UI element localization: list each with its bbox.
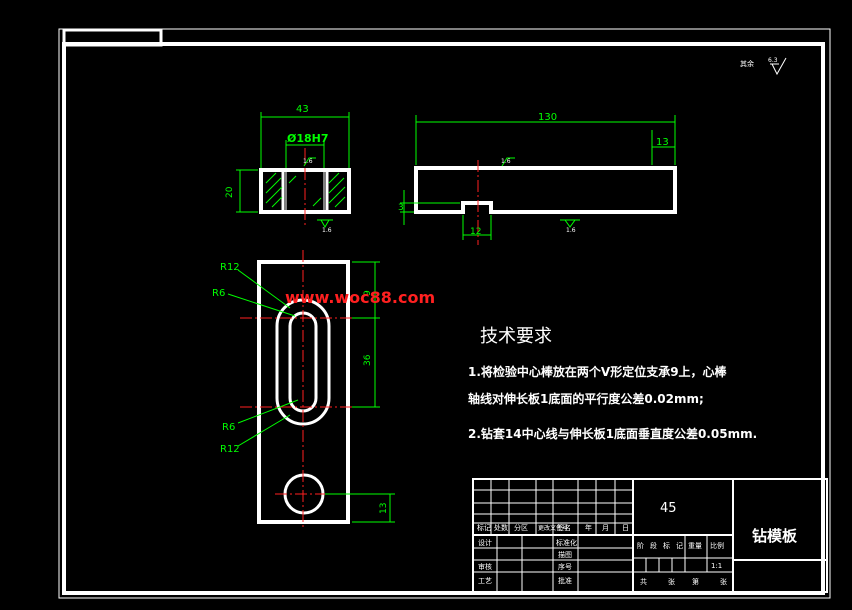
svg-text:记: 记 <box>676 542 683 550</box>
tech-item1-line2: 轴线对伸长板1底面的平行度公差0.02mm; <box>468 391 704 406</box>
svg-text:比例: 比例 <box>710 541 724 550</box>
svg-text:审核: 审核 <box>478 562 492 571</box>
top-view: R12 R6 R6 R12 9 36 13 <box>212 250 395 530</box>
svg-text:1.6: 1.6 <box>322 227 332 234</box>
svg-text:1.6: 1.6 <box>566 227 576 234</box>
svg-text:其余: 其余 <box>740 59 754 68</box>
svg-text:13: 13 <box>656 137 669 148</box>
svg-text:月: 月 <box>602 524 609 532</box>
watermark-text: www.woc88.com <box>285 288 435 307</box>
svg-text:批准: 批准 <box>558 576 572 585</box>
svg-text:36: 36 <box>363 354 373 366</box>
svg-text:重量: 重量 <box>688 542 702 550</box>
svg-text:阶: 阶 <box>637 541 644 550</box>
part-name-text: 钻模板 <box>752 527 798 545</box>
side-dimensions <box>400 115 676 240</box>
front-view: 43 Ø18H7 20 1.6 1.6 <box>225 104 351 234</box>
svg-text:43: 43 <box>296 104 309 115</box>
tech-item1-line1: 1.将检验中心棒放在两个V形定位支承9上，心棒 <box>468 364 728 379</box>
svg-text:R6: R6 <box>212 288 225 299</box>
title-block <box>472 478 828 593</box>
svg-text:工艺: 工艺 <box>478 577 492 585</box>
svg-text:标: 标 <box>663 541 670 550</box>
svg-text:1.6: 1.6 <box>303 158 313 165</box>
svg-text:R6: R6 <box>222 422 235 433</box>
svg-text:R12: R12 <box>220 444 240 455</box>
top-dimensions <box>227 261 395 523</box>
general-roughness: 其余 6.3 <box>740 57 787 76</box>
svg-text:标准化: 标准化 <box>556 538 577 547</box>
svg-text:段: 段 <box>650 541 657 550</box>
svg-text:第: 第 <box>692 577 699 586</box>
svg-text:12: 12 <box>470 227 481 237</box>
svg-text:序号: 序号 <box>558 562 572 571</box>
svg-text:130: 130 <box>538 112 557 123</box>
svg-text:20: 20 <box>225 186 235 198</box>
svg-text:张: 张 <box>668 577 675 586</box>
svg-text:更改文件号: 更改文件号 <box>538 524 568 532</box>
front-hatching <box>265 172 346 208</box>
svg-text:描图: 描图 <box>558 550 572 559</box>
svg-text:Ø18H7: Ø18H7 <box>287 132 329 145</box>
svg-text:标记: 标记 <box>477 523 491 532</box>
svg-text:6.3: 6.3 <box>768 57 778 64</box>
tech-item2: 2.钻套14中心线与伸长板1底面垂直度公差0.05mm. <box>468 426 757 441</box>
svg-text:签名: 签名 <box>557 523 571 532</box>
tech-heading: 技术要求 <box>480 326 552 347</box>
tech-requirements: 技术要求 1.将检验中心棒放在两个V形定位支承9上，心棒 轴线对伸长板1底面的平… <box>468 326 757 441</box>
svg-text:R12: R12 <box>220 262 240 273</box>
svg-text:3: 3 <box>398 203 404 213</box>
svg-text:年: 年 <box>585 523 592 532</box>
side-view: 130 13 12 3 1.6 1.6 <box>398 112 677 245</box>
svg-text:1.6: 1.6 <box>501 158 511 165</box>
svg-text:处数: 处数 <box>494 523 508 532</box>
svg-text:日: 日 <box>622 524 629 532</box>
front-dimensions <box>236 112 350 229</box>
svg-text:分区: 分区 <box>514 523 528 532</box>
svg-text:13: 13 <box>379 503 389 514</box>
material-text: 45 <box>660 501 677 516</box>
title-block-text: 标记 处数 分区 更改文件号 签名 年 月 日 设计 标准化 描图 审核 序号 … <box>477 501 798 586</box>
scale-text: 1:1 <box>711 562 722 570</box>
svg-text:共: 共 <box>640 577 647 586</box>
svg-text:张: 张 <box>720 577 727 586</box>
svg-text:设计: 设计 <box>478 538 492 547</box>
svg-text:9: 9 <box>363 290 373 296</box>
drawing-frame <box>58 28 831 599</box>
